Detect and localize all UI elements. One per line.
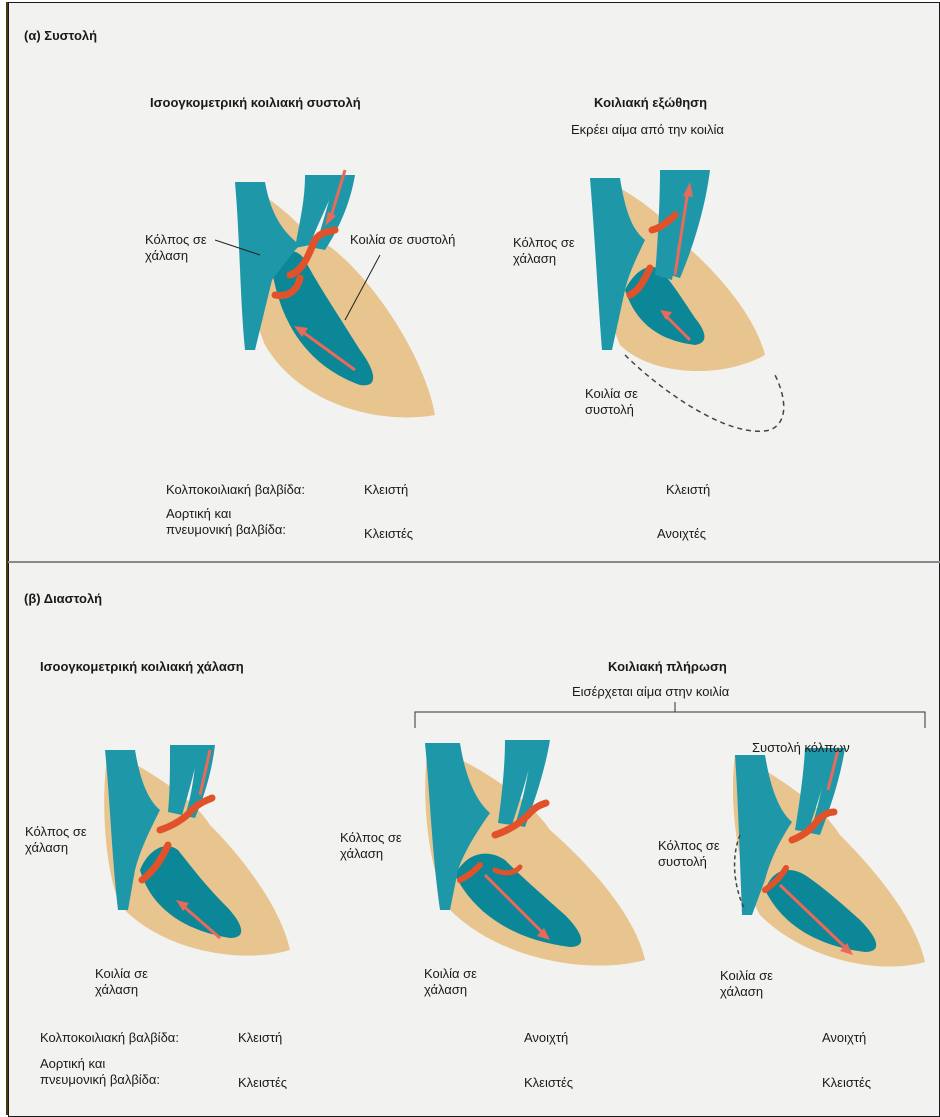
ejection-ventricle-label: Κοιλία σε συστολή [585,386,638,418]
active-av-state: Ανοιχτή [822,1030,866,1046]
relaxation-av-state: Κλειστή [238,1030,282,1046]
filling-title: Κοιλιακή πλήρωση [608,659,727,675]
active-semilunar-state: Κλειστές [822,1075,871,1091]
heart-atrial-systole [720,740,930,980]
relaxation-ventricle-label: Κοιλία σε χάλαση [95,966,148,998]
diastole-semilunar-valve-label: Αορτική και πνευμονική βαλβίδα: [40,1056,160,1088]
active-ventricle-label: Κοιλία σε χάλαση [720,968,773,1000]
ejection-atrium-label: Κόλπος σε χάλαση [513,235,575,267]
ejection-title: Κοιλιακή εξώθηση [594,95,707,111]
heart-isovolumetric-relaxation [100,740,300,960]
isovolumetric-relaxation-title: Ισοογκομετρική κοιλιακή χάλαση [40,659,244,675]
ejection-av-state: Κλειστή [666,482,710,498]
semilunar-valve-label: Αορτική και πνευμονική βαλβίδα: [166,506,286,538]
diastole-title: (β) Διαστολή [24,591,102,607]
isovolumetric-semilunar-state: Κλειστές [364,526,413,542]
ejection-subtitle: Εκρέει αίμα από την κοιλία [571,122,724,138]
av-valve-label: Κολποκοιλιακή βαλβίδα: [166,482,305,498]
systole-title: (α) Συστολή [24,28,97,44]
relaxation-atrium-label: Κόλπος σε χάλαση [25,824,87,856]
atrial-systole-title: Συστολή κόλπων [752,740,850,756]
ventricle-leader-line [340,250,400,330]
active-atrium-label: Κόλπος σε συστολή [658,838,720,870]
filling-bracket [410,700,930,730]
diastole-av-valve-label: Κολποκοιλιακή βαλβίδα: [40,1030,179,1046]
atrium-label: Κόλπος σε χάλαση [145,232,207,264]
heart-isovolumetric-contraction [210,160,450,430]
passive-atrium-label: Κόλπος σε χάλαση [340,830,402,862]
passive-semilunar-state: Κλειστές [524,1075,573,1091]
heart-passive-filling [420,735,650,975]
panel-divider [8,561,940,563]
isovolumetric-contraction-title: Ισοογκομετρική κοιλιακή συστολή [150,95,361,111]
relaxation-semilunar-state: Κλειστές [238,1075,287,1091]
ventricle-label: Κοιλία σε συστολή [350,232,455,248]
ejection-semilunar-state: Ανοιχτές [657,526,706,542]
passive-ventricle-label: Κοιλία σε χάλαση [424,966,477,998]
systole-panel [8,2,940,563]
isovolumetric-av-state: Κλειστή [364,482,408,498]
filling-subtitle: Εισέρχεται αίμα στην κοιλία [572,684,729,700]
atrium-leader-line [215,235,275,265]
passive-av-state: Ανοιχτή [524,1030,568,1046]
